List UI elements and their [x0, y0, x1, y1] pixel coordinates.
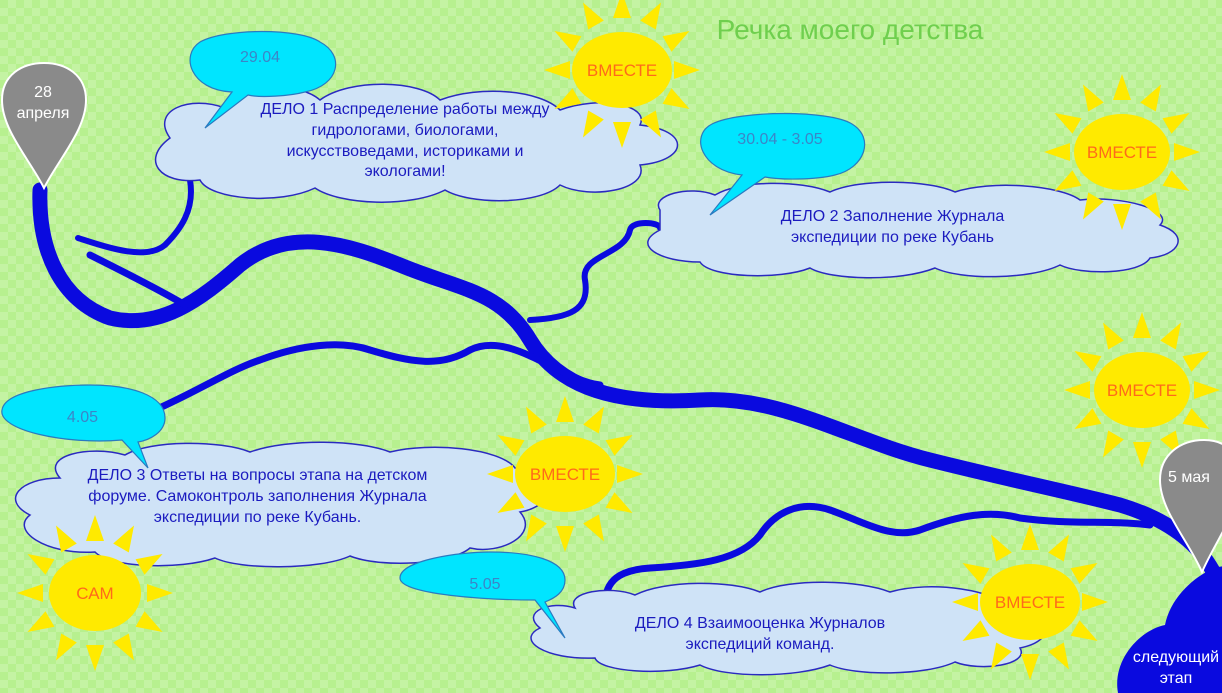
river-branch-1b: [86, 251, 189, 309]
river-branch-3: [151, 341, 604, 414]
task-1-date: 29.04: [239, 49, 281, 66]
task-cloud-3: [14, 441, 549, 568]
map-pin-start: [0, 61, 88, 191]
callout-4: [399, 551, 566, 639]
task-cloud-2: [647, 181, 1179, 279]
task-cloud-4: [530, 581, 1047, 676]
task-2-date: 30.04 - 3.05: [737, 131, 823, 148]
task-4-date: 5.05: [469, 576, 501, 593]
sun-2-label: ВМЕСТЕ: [1086, 143, 1158, 162]
river-branch-1: [75, 177, 194, 256]
task-3-date: 4.05: [66, 409, 99, 426]
sun-3: [1064, 312, 1220, 468]
task-cloud-1: [154, 83, 679, 203]
task-3-text: ДЕЛО 3 Ответы на вопросы этапа на детско…: [87, 467, 428, 526]
callout-2: [700, 112, 866, 216]
river-branch-4: [601, 503, 1154, 609]
sun-4-label: ВМЕСТЕ: [529, 465, 601, 484]
sun-6: [17, 515, 174, 671]
next-stage-label: следующий этап: [1132, 649, 1220, 687]
sun-2: [1044, 74, 1200, 230]
next-stage-shape: [1117, 566, 1222, 693]
task-4-text: ДЕЛО 4 Взаимооценка Журналов экспедиций …: [634, 615, 886, 653]
end-pin-label: 5 мая: [1168, 469, 1210, 486]
sun-5-label: ВМЕСТЕ: [994, 593, 1066, 612]
river-branch-2: [527, 220, 663, 323]
sun-6-label: САМ: [76, 584, 114, 603]
task-2-text: ДЕЛО 2 Заполнение Журнала экспедиции по …: [780, 208, 1005, 246]
callout-1: [189, 30, 337, 129]
start-pin-label: 28 апреля: [16, 84, 70, 122]
sun-1-label: ВМЕСТЕ: [586, 61, 658, 80]
diagram-title: Речка моего детства: [716, 14, 984, 45]
callout-3: [1, 384, 166, 469]
map-pin-end: [1158, 438, 1222, 575]
date-callouts: [1, 30, 866, 639]
sun-1: [544, 0, 700, 148]
sun-4: [487, 396, 643, 552]
river-system: [32, 177, 1222, 609]
sun-3-label: ВМЕСТЕ: [1106, 381, 1178, 400]
main-river: [32, 182, 1222, 583]
task-1-text: ДЕЛО 1 Распределение работы между гидрол…: [260, 101, 550, 181]
sun-5: [952, 524, 1108, 680]
